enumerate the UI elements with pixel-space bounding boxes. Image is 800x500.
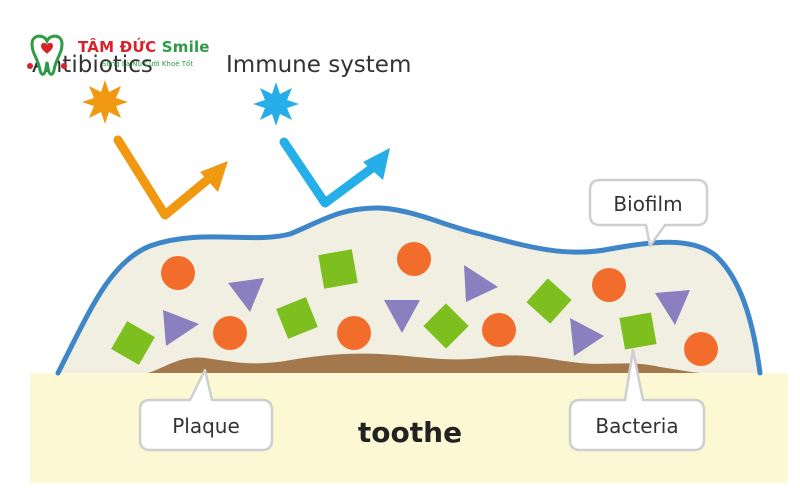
logo-brand-text: TÂM ĐỨC Smile	[78, 38, 210, 56]
logo-tagline: Sống Là Nụ Cười Khoẻ Tốt	[102, 60, 194, 68]
bacteria-circle	[684, 332, 718, 366]
immune-system-label: Immune system	[226, 52, 411, 78]
bacteria-label: Bacteria	[595, 414, 678, 438]
plaque-callout: Plaque	[138, 368, 274, 452]
bacteria-circle	[337, 316, 371, 350]
tooth-label: toothe	[358, 416, 462, 449]
bacteria-square	[526, 278, 572, 324]
biofilm-label: Biofilm	[613, 192, 682, 216]
biofilm-outline	[55, 205, 763, 376]
bacteria-circles	[161, 242, 718, 366]
bacteria-triangle	[464, 265, 498, 302]
logo-brand: TÂM ĐỨC	[78, 38, 157, 56]
antibiotic-starburst-icon	[82, 80, 128, 124]
immune-arrowhead	[363, 148, 390, 180]
bacteria-circle	[592, 268, 626, 302]
antibiotic-arrowhead	[200, 161, 228, 192]
tooth-heart-logo-icon	[27, 34, 67, 76]
bacteria-triangle	[384, 300, 420, 333]
bacteria-triangle	[163, 310, 199, 346]
biofilm-callout: Biofilm	[588, 178, 709, 248]
bacteria-triangle	[655, 290, 690, 325]
plaque-layer	[148, 353, 700, 373]
bacteria-callout: Bacteria	[568, 348, 706, 452]
brand-logo: TÂM ĐỨC Smile Sống Là Nụ Cười Khoẻ Tốt	[22, 32, 222, 80]
bacteria-square	[318, 249, 358, 289]
bacteria-square	[619, 312, 657, 350]
plaque-label: Plaque	[172, 414, 240, 438]
bacteria-circle	[161, 256, 195, 290]
immune-starburst-icon	[253, 82, 299, 126]
bacteria-circle	[213, 316, 247, 350]
bacteria-triangle	[570, 318, 604, 356]
logo-brand-suffix: Smile	[161, 38, 210, 56]
immune-arrow	[279, 137, 380, 208]
bacteria-circle	[397, 242, 431, 276]
bacteria-triangle	[228, 278, 264, 312]
bacteria-square	[276, 297, 318, 339]
bacteria-triangles	[163, 265, 690, 356]
antibiotic-arrow	[113, 135, 217, 220]
bacteria-circle	[482, 313, 516, 347]
bacteria-square	[111, 321, 155, 365]
